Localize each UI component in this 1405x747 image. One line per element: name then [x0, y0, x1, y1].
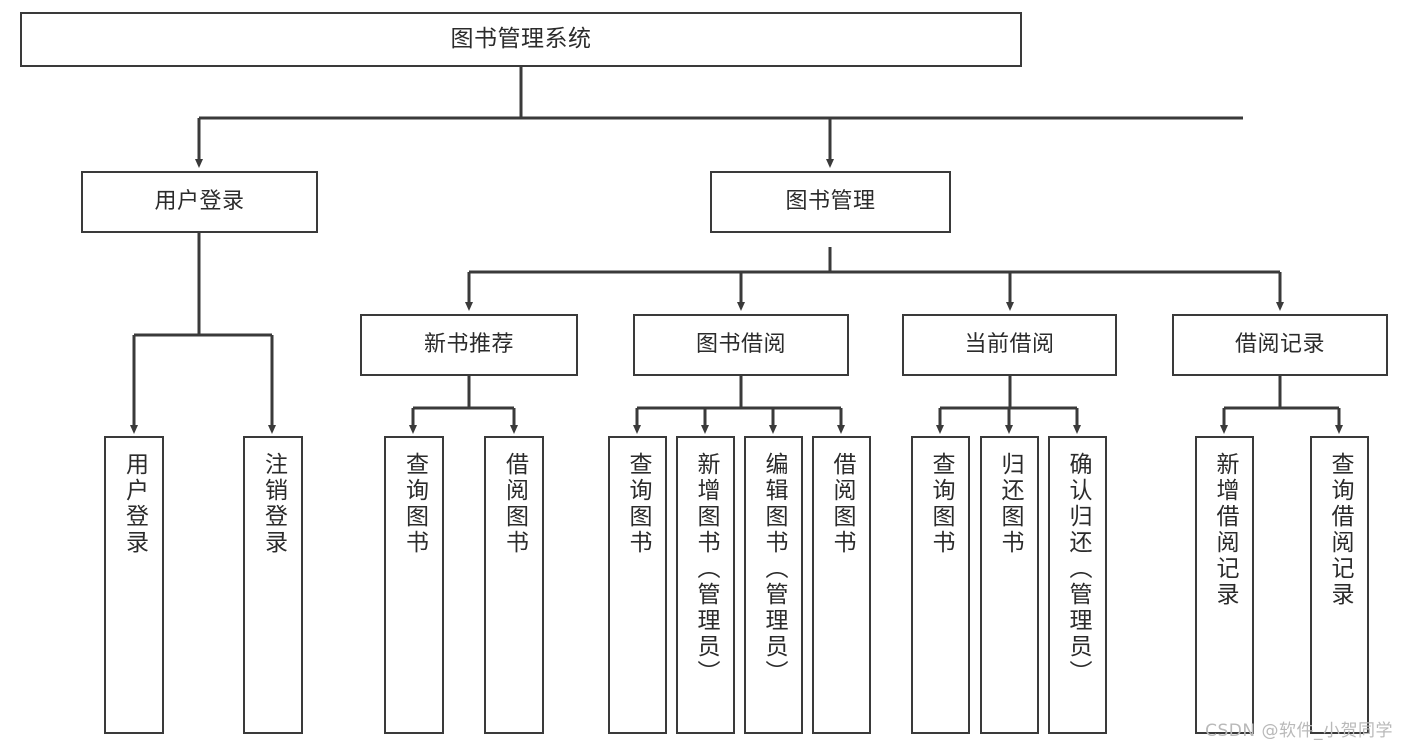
node-label: 当前借阅: [964, 331, 1055, 357]
node-label: 借阅图书: [829, 452, 855, 556]
leaf-borrow-edit-book-admin[interactable]: 编辑图书（管理员）: [744, 436, 803, 734]
leaf-borrow-borrow-book[interactable]: 借阅图书: [812, 436, 871, 734]
leaf-current-return-book[interactable]: 归还图书: [980, 436, 1039, 734]
node-label: 图书管理: [785, 188, 876, 214]
leaf-new-book-borrow[interactable]: 借阅图书: [484, 436, 544, 734]
node-label: 归还图书: [997, 452, 1023, 556]
leaf-current-confirm-return-admin[interactable]: 确认归还（管理员）: [1048, 436, 1107, 734]
leaf-records-add-record[interactable]: 新增借阅记录: [1195, 436, 1254, 734]
node-label: 查询图书: [928, 452, 954, 556]
node-label: 新增借阅记录: [1212, 452, 1238, 608]
node-label: 注销登录: [260, 452, 287, 556]
node-label: 用户登录: [154, 188, 245, 214]
node-label: 图书借阅: [695, 331, 786, 357]
node-label: 借阅记录: [1234, 331, 1325, 357]
node-borrow-records[interactable]: 借阅记录: [1172, 314, 1388, 376]
leaf-records-query-record[interactable]: 查询借阅记录: [1310, 436, 1369, 734]
node-label: 确认归还（管理员）: [1065, 452, 1091, 686]
node-label: 借阅图书: [501, 452, 528, 556]
node-label: 查询图书: [625, 452, 651, 556]
node-user-login[interactable]: 用户登录: [81, 171, 318, 233]
leaf-borrow-query-book[interactable]: 查询图书: [608, 436, 667, 734]
node-book-management[interactable]: 图书管理: [710, 171, 951, 233]
leaf-current-query-book[interactable]: 查询图书: [911, 436, 970, 734]
node-current-borrow[interactable]: 当前借阅: [902, 314, 1117, 376]
node-label: 查询借阅记录: [1327, 452, 1353, 608]
leaf-borrow-add-book-admin[interactable]: 新增图书（管理员）: [676, 436, 735, 734]
node-root-system[interactable]: 图书管理系统: [20, 12, 1022, 67]
node-label: 新增图书（管理员）: [693, 452, 719, 686]
leaf-user-login-login[interactable]: 用户登录: [104, 436, 164, 734]
leaf-new-book-query[interactable]: 查询图书: [384, 436, 444, 734]
leaf-user-login-logout[interactable]: 注销登录: [243, 436, 303, 734]
node-book-borrow[interactable]: 图书借阅: [633, 314, 849, 376]
node-label: 图书管理系统: [450, 25, 592, 52]
node-label: 新书推荐: [423, 331, 514, 357]
node-label: 用户登录: [121, 452, 148, 556]
node-new-book-recommend[interactable]: 新书推荐: [360, 314, 578, 376]
node-label: 查询图书: [401, 452, 428, 556]
node-label: 编辑图书（管理员）: [761, 452, 787, 686]
